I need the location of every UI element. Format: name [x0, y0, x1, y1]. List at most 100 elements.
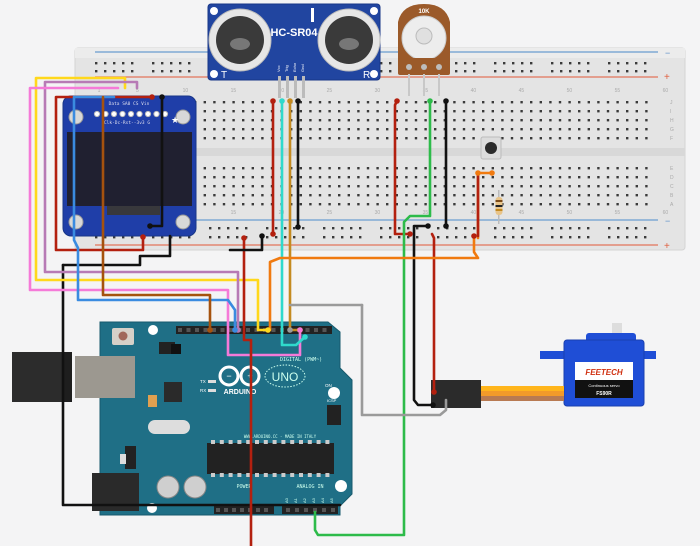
- breadboard-hole: [395, 185, 398, 188]
- breadboard-hole: [309, 167, 312, 170]
- rail-hole: [218, 227, 221, 230]
- wire-endpoint: [427, 98, 433, 104]
- rail-hole: [236, 227, 239, 230]
- rail-hole: [179, 236, 182, 239]
- breadboard-hole: [645, 119, 648, 122]
- breadboard-hole: [539, 185, 542, 188]
- breadboard-hole: [510, 176, 514, 179]
- wire-endpoint: [270, 98, 276, 104]
- rail-hole: [644, 62, 647, 65]
- wire-endpoint: [287, 98, 293, 104]
- breadboard-hole: [434, 185, 437, 188]
- arduino-uno[interactable]: DIGITAL (PWM~) − + UNO ARDUINO TX RX ON …: [92, 321, 353, 516]
- row-letter: F: [670, 136, 673, 142]
- breadboard-hole: [328, 128, 331, 131]
- analog-pin: [331, 508, 335, 512]
- breadboard-hole: [520, 194, 523, 197]
- breadboard-hole: [510, 167, 514, 170]
- column-number: 15: [231, 210, 237, 216]
- breadboard-hole: [558, 110, 562, 113]
- breadboard-hole: [472, 137, 475, 140]
- breadboard-hole: [482, 101, 485, 104]
- breadboard-hole: [434, 137, 437, 140]
- push-button[interactable]: [480, 136, 502, 160]
- wire-endpoint: [159, 94, 165, 100]
- rail-hole: [512, 62, 515, 65]
- breadboard-hole: [242, 167, 245, 170]
- breadboard-hole: [424, 110, 427, 113]
- breadboard-hole: [251, 185, 254, 188]
- breadboard-hole: [434, 101, 437, 104]
- breadboard-hole: [482, 176, 485, 179]
- breadboard-hole: [232, 137, 235, 140]
- analog-pin: [313, 508, 317, 512]
- wire-black: [61, 263, 342, 507]
- column-number: 30: [375, 210, 381, 216]
- breadboard-hole: [539, 176, 542, 179]
- breadboard-hole: [261, 110, 264, 113]
- rail-hole: [569, 62, 572, 65]
- breadboard-hole: [491, 119, 494, 122]
- breadboard-hole: [510, 128, 514, 131]
- breadboard-hole: [482, 128, 485, 131]
- rail-hole: [503, 227, 506, 230]
- breadboard-hole: [232, 176, 235, 179]
- breadboard-hole: [453, 128, 456, 131]
- rail-hole: [332, 227, 335, 230]
- breadboard-hole: [357, 128, 360, 131]
- breadboard-hole: [424, 101, 427, 104]
- row-letter: H: [670, 118, 674, 124]
- breadboard-hole: [424, 194, 427, 197]
- analog-label: ANALOG IN: [296, 484, 323, 490]
- breadboard-hole: [261, 101, 264, 104]
- rail-hole: [578, 227, 581, 230]
- rail-hole: [161, 62, 164, 65]
- rail-hole: [407, 227, 410, 230]
- breadboard-hole: [597, 194, 600, 197]
- rail-hole: [521, 227, 524, 230]
- breadboard-hole: [597, 167, 600, 170]
- rail-hole: [152, 70, 155, 73]
- breadboard-hole: [203, 203, 206, 206]
- rail-hole: [359, 236, 362, 239]
- breadboard-hole: [213, 194, 216, 197]
- breadboard-hole: [424, 185, 427, 188]
- resistor: [495, 190, 503, 224]
- breadboard-hole: [472, 101, 475, 104]
- rail-hole: [521, 236, 524, 239]
- row-letter: B: [670, 193, 674, 199]
- potentiometer[interactable]: 10K: [398, 4, 450, 96]
- breadboard-hole: [578, 203, 581, 206]
- wire-yellow: [34, 76, 270, 332]
- oled-display[interactable]: Data SA0 CS Vin Clk-Dc-Rst--3v3 G ★: [62, 95, 197, 237]
- servo-motor[interactable]: FEETECH Continuous servo FS90R: [431, 323, 656, 408]
- rail-hole: [95, 62, 98, 65]
- breadboard-hole: [501, 128, 504, 131]
- breadboard-hole: [539, 194, 542, 197]
- breadboard-hole: [462, 137, 466, 140]
- url-label: WWW.ARDUINO.CC - MADE IN ITALY: [244, 434, 317, 439]
- breadboard-hole: [338, 203, 341, 206]
- wire-brown: [101, 95, 212, 332]
- breadboard-hole: [309, 119, 312, 122]
- breadboard-hole: [501, 119, 504, 122]
- rail-hole: [350, 236, 353, 239]
- breadboard-hole: [539, 128, 542, 131]
- rail-hole: [551, 62, 554, 65]
- wire-endpoint: [407, 231, 413, 237]
- breadboard-hole: [395, 110, 398, 113]
- breadboard-hole: [242, 119, 245, 122]
- breadboard-hole: [587, 185, 590, 188]
- breadboard-hole: [549, 185, 552, 188]
- breadboard-hole: [338, 128, 341, 131]
- breadboard-hole: [530, 167, 533, 170]
- rail-hole: [266, 236, 269, 239]
- breadboard-hole: [328, 101, 331, 104]
- breadboard-hole: [501, 194, 504, 197]
- servo-type-label: Continuous servo: [588, 383, 620, 388]
- wires: [28, 76, 495, 546]
- breadboard-hole: [203, 167, 206, 170]
- breadboard-hole: [222, 194, 226, 197]
- breadboard-hole: [424, 167, 427, 170]
